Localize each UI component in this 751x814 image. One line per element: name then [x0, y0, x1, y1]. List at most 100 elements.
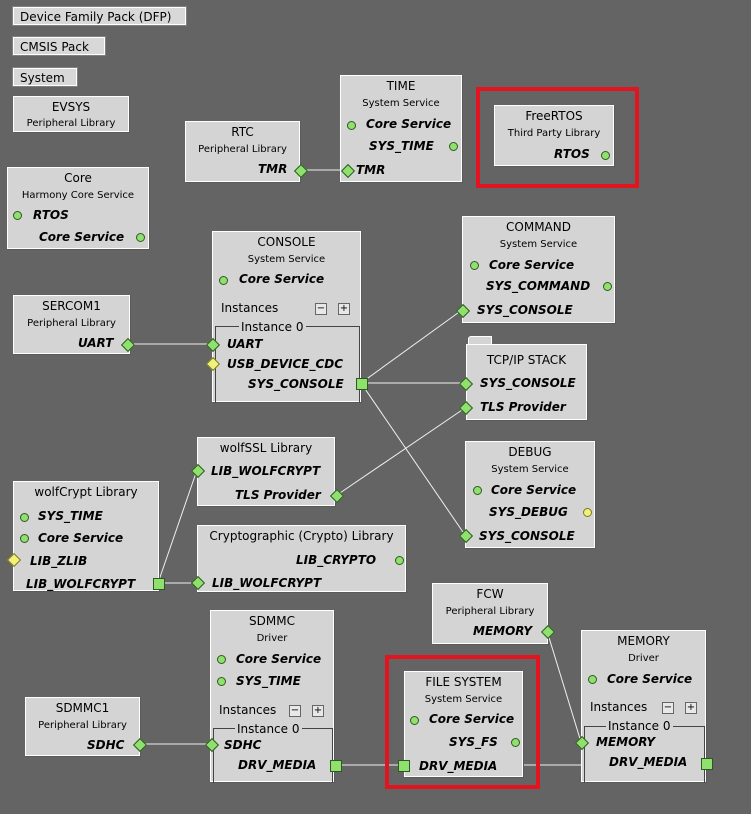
port-label: SYS_FS [449, 735, 498, 749]
port-label: USB_DEVICE_CDC [227, 357, 344, 371]
port-label: Core Service [38, 531, 124, 545]
wolfcrypt-library-node[interactable]: wolfCrypt Library SYS_TIME Core Service … [13, 481, 159, 591]
port-label: LIB_WOLFCRYPT [211, 464, 321, 478]
crypto-library-node[interactable]: Cryptographic (Crypto) Library LIB_CRYPT… [197, 525, 406, 592]
node-title: SDMMC [249, 614, 295, 628]
sys-command-port[interactable] [603, 282, 612, 291]
drv-media-port[interactable] [398, 760, 410, 772]
sys-time-port[interactable] [217, 677, 226, 686]
node-title: DEBUG [508, 445, 552, 459]
rtos-port[interactable] [13, 211, 22, 220]
node-subtitle: Driver [256, 633, 288, 644]
instance-label: Instance 0 [235, 722, 302, 736]
time-node[interactable]: TIME System Service Core Service SYS_TIM… [340, 75, 462, 182]
lib-crypto-port[interactable] [395, 556, 404, 565]
port-label: TMR [258, 162, 288, 176]
sdmmc1-node[interactable]: SDMMC1 Peripheral Library SDHC [25, 697, 140, 756]
core-service-port[interactable] [588, 675, 597, 684]
port-label: LIB_CRYPTO [296, 553, 377, 567]
port-label: SYS_CONSOLE [248, 377, 344, 391]
debug-node[interactable]: DEBUG System Service Core Service SYS_DE… [465, 441, 595, 548]
port-label: Core Service [607, 672, 693, 686]
port-label: Core Service [429, 712, 515, 726]
port-label: SYS_COMMAND [486, 279, 591, 293]
port-label: DRV_MEDIA [419, 759, 498, 773]
tcpip-stack-node[interactable]: TCP/IP STACK SYS_CONSOLE TLS Provider [466, 344, 587, 420]
instance-frame [213, 728, 333, 783]
file-system-node[interactable]: FILE SYSTEM System Service Core Service … [404, 671, 523, 777]
port-label: Core Service [366, 117, 452, 131]
remove-instance-button[interactable]: − [289, 705, 301, 717]
core-service-port[interactable] [473, 486, 482, 495]
node-subtitle: Third Party Library [507, 128, 601, 139]
system-button[interactable]: System [12, 67, 78, 87]
node-subtitle: Peripheral Library [445, 606, 535, 617]
fcw-node[interactable]: FCW Peripheral Library MEMORY [432, 583, 548, 644]
lib-wolfcrypt-port[interactable] [153, 578, 165, 590]
memory-node[interactable]: MEMORY Driver Core Service Instances − +… [581, 630, 706, 783]
port-label: SYS_CONSOLE [477, 303, 573, 317]
node-subtitle: Harmony Core Service [21, 190, 135, 201]
rtc-node[interactable]: RTC Peripheral Library TMR [185, 121, 300, 182]
highlight-box [385, 655, 540, 789]
rtos-port[interactable] [601, 151, 610, 160]
cmsis-pack-button[interactable]: CMSIS Pack [12, 36, 106, 56]
port-label: LIB_WOLFCRYPT [26, 577, 136, 591]
node-subtitle: Peripheral Library [38, 720, 127, 731]
node-subtitle: System Service [362, 98, 440, 109]
node-title: EVSYS [51, 100, 91, 114]
port-label: SDHC [87, 738, 125, 752]
wolfssl-library-node[interactable]: wolfSSL Library LIB_WOLFCRYPT TLS Provid… [197, 437, 335, 506]
sys-fs-port[interactable] [511, 738, 520, 747]
node-title: FCW [476, 587, 504, 601]
core-service-port[interactable] [410, 716, 419, 725]
node-title: SDMMC1 [55, 701, 110, 715]
node-subtitle: System Service [247, 254, 326, 265]
core-service-port[interactable] [217, 655, 226, 664]
sys-console-port[interactable] [356, 378, 368, 390]
add-instance-button[interactable]: + [312, 705, 324, 717]
core-service-port[interactable] [347, 121, 356, 130]
core-service-port[interactable] [470, 261, 479, 270]
instances-label: Instances [221, 301, 279, 315]
node-subtitle: Peripheral Library [27, 318, 116, 329]
console-node[interactable]: CONSOLE System Service Core Service Inst… [212, 231, 361, 403]
node-title: wolfSSL Library [219, 441, 313, 455]
evsys-node[interactable]: EVSYS Peripheral Library [13, 96, 129, 132]
node-subtitle: System Service [499, 239, 578, 250]
sercom1-node[interactable]: SERCOM1 Peripheral Library UART [13, 295, 130, 354]
port-label: SYS_CONSOLE [479, 529, 575, 543]
instances-label: Instances [590, 700, 648, 714]
command-node[interactable]: COMMAND System Service Core Service SYS_… [462, 216, 615, 323]
node-title: Core [64, 171, 92, 185]
core-service-port[interactable] [136, 233, 145, 242]
port-label: DRV_MEDIA [609, 755, 688, 769]
port-label: UART [227, 337, 263, 351]
node-title: FreeRTOS [525, 109, 583, 123]
sys-debug-port[interactable] [583, 508, 592, 517]
core-node[interactable]: Core Harmony Core Service RTOS Core Serv… [7, 167, 149, 249]
sdmmc-node[interactable]: SDMMC Driver Core Service SYS_TIME Insta… [210, 610, 334, 783]
node-title: wolfCrypt Library [34, 485, 138, 499]
freertos-node[interactable]: FreeRTOS Third Party Library RTOS [494, 105, 614, 166]
drv-media-port[interactable] [330, 760, 342, 772]
remove-instance-button[interactable]: − [315, 303, 327, 315]
core-service-port[interactable] [20, 534, 29, 543]
node-title: SERCOM1 [42, 299, 101, 313]
folder-tab [468, 336, 492, 345]
node-title: TCP/IP STACK [486, 353, 567, 367]
core-service-port[interactable] [219, 276, 228, 285]
sys-time-port[interactable] [20, 513, 29, 522]
device-family-pack-button[interactable]: Device Family Pack (DFP) [12, 6, 187, 26]
port-label: TLS Provider [235, 488, 321, 502]
remove-instance-button[interactable]: − [662, 702, 674, 714]
port-label: RTOS [33, 208, 69, 222]
port-label: Core Service [239, 272, 325, 286]
node-title: CONSOLE [257, 235, 316, 249]
add-instance-button[interactable]: + [685, 702, 697, 714]
node-subtitle: Peripheral Library [198, 144, 287, 155]
port-label: UART [78, 336, 114, 350]
drv-media-port[interactable] [701, 758, 713, 770]
sys-time-port[interactable] [449, 142, 458, 151]
add-instance-button[interactable]: + [338, 303, 350, 315]
